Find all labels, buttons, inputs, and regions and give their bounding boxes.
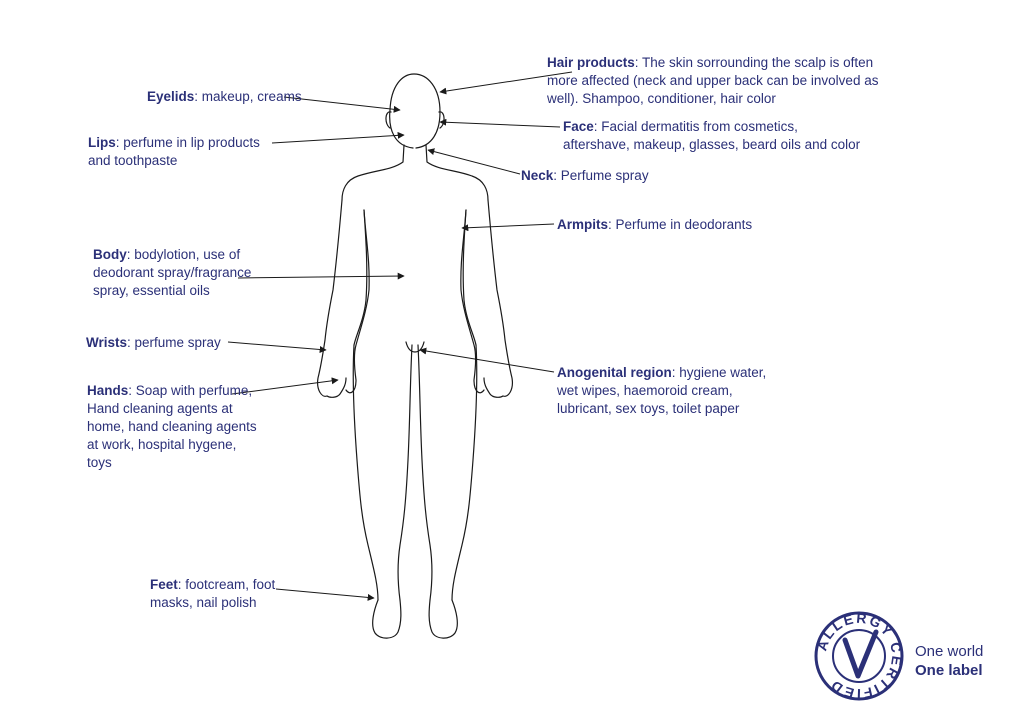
leader-hands [231,377,339,395]
left-leg-outer [352,344,379,601]
leader-hair [439,71,573,95]
torso-left [353,209,368,346]
label-desc: : bodylotion, use of deodorant spray/fra… [93,247,252,298]
left-ear [385,111,392,129]
label-face: Face: Facial dermatitis from cosmetics, … [563,118,863,154]
leader-armpits [461,223,555,232]
right-arm-outer [487,199,513,397]
leader-lines [227,71,573,601]
head-outline [389,73,441,149]
neck-outline-right [425,144,489,201]
label-term: Feet [150,577,178,592]
label-term: Hair products [547,55,635,70]
label-hair-products: Hair products: The skin sorrounding the … [547,54,897,108]
label-term: Face [563,119,594,134]
label-anogenital-region: Anogenital region: hygiene water, wet wi… [557,364,772,418]
leader-feet [275,588,375,601]
left-leg-inner [397,344,413,601]
label-term: Hands [87,383,129,398]
label-desc: : makeup, creams [194,89,302,104]
leader-neck [427,148,521,175]
label-desc: : Perfume in deodorants [608,217,753,232]
left-arm-outer [317,199,343,397]
leader-anogenital [419,347,555,373]
right-leg-inner [417,344,433,601]
leader-face [439,118,561,128]
label-term: Anogenital region [557,365,672,380]
label-term: Neck [521,168,554,183]
crotch-line [405,341,425,353]
check-mark-icon [842,629,879,679]
label-armpits: Armpits: Perfume in deodorants [557,216,777,234]
label-term: Armpits [557,217,609,232]
tagline-line2: One label [915,662,983,679]
seal-text: ALLERGY CERTIFIED [813,610,905,702]
leader-wrists [227,341,327,353]
left-foot [372,599,402,639]
leader-lips [271,131,405,144]
label-desc: : footcream, foot masks, nail polish [150,577,276,610]
label-feet: Feet: footcream, foot masks, nail polish [150,576,290,612]
label-body: Body: bodylotion, use of deodorant spray… [93,246,263,300]
human-figure-outline [317,73,513,639]
label-term: Eyelids [147,89,195,104]
allergy-certified-seal: ALLERGY CERTIFIED [813,610,905,702]
label-wrists: Wrists: perfume spray [86,334,236,352]
torso-right [462,209,477,346]
neck-outline [341,144,405,201]
logo-tagline: One world One label [915,642,983,680]
label-term: Lips [88,135,116,150]
label-term: Wrists [86,335,128,350]
label-desc: : hygiene water, wet wipes, haemoroid cr… [557,365,767,416]
right-ear [438,111,445,129]
right-leg-outer [451,344,478,601]
label-desc: : Soap with perfume, Hand cleaning agent… [87,383,257,470]
label-desc: : Facial dermatitis from cosmetics, afte… [563,119,861,152]
label-desc: : perfume in lip products and toothpaste [88,135,260,168]
right-arm-inner [460,209,485,394]
right-hand [483,377,504,398]
label-hands: Hands: Soap with perfume, Hand cleaning … [87,382,257,472]
label-desc: : Perfume spray [553,168,649,183]
label-desc: : perfume spray [127,335,221,350]
left-arm-inner [345,209,370,394]
label-neck: Neck: Perfume spray [521,167,721,185]
seal-outer-ring [814,611,904,701]
tagline-line1: One world [915,643,984,660]
left-hand [326,377,347,398]
label-lips: Lips: perfume in lip products and toothp… [88,134,278,170]
right-foot [428,599,458,639]
leader-body [237,272,405,280]
label-eyelids: Eyelids: makeup, creams [147,88,317,106]
label-desc: : The skin sorrounding the scalp is ofte… [547,55,879,106]
leader-eyelids [283,96,401,113]
label-term: Body [93,247,127,262]
seal-inner-ring [832,629,886,683]
